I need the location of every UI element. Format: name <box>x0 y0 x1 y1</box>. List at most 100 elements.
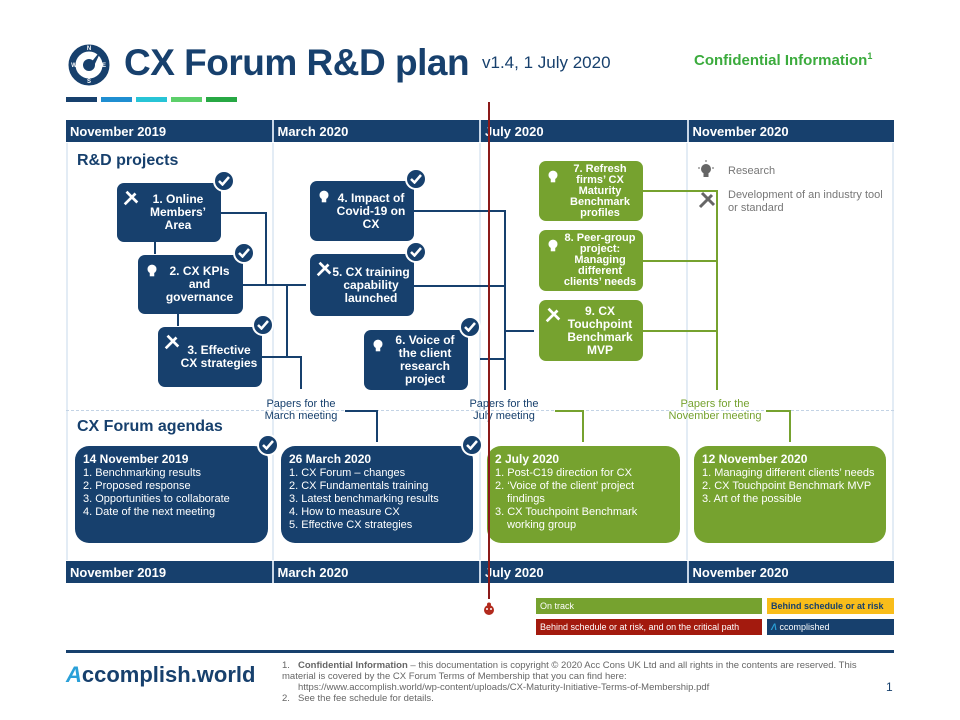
svg-text:S: S <box>87 79 91 85</box>
svg-text:E: E <box>102 63 106 69</box>
legend-accomplished-label: ccomplished <box>779 622 830 632</box>
agenda-box-mar-2020[interactable]: 26 March 2020 1. CX Forum – changes 2. C… <box>281 446 473 543</box>
accomplished-check-icon <box>459 316 481 338</box>
tools-icon <box>316 261 332 277</box>
footnote-bold: Confidential Information <box>298 660 408 671</box>
agenda-list: 1. CX Forum – changes 2. CX Fundamentals… <box>289 467 465 532</box>
lightbulb-icon <box>319 190 329 203</box>
tools-icon <box>698 191 716 209</box>
today-marker-icon <box>484 602 494 615</box>
color-bar-5 <box>206 97 237 102</box>
agenda-date: 12 November 2020 <box>702 452 808 466</box>
project-box-5[interactable]: 5. CX training capability launched <box>310 254 414 316</box>
footnote-text: – this documentation is copyright © 2020… <box>282 660 857 682</box>
month-label: March 2020 <box>273 120 481 142</box>
lightbulb-icon <box>373 339 383 352</box>
today-marker-line <box>488 102 490 599</box>
agenda-item: 3. Opportunities to collaborate <box>83 493 230 505</box>
legend-on-track: On track <box>536 598 762 614</box>
section-rd-projects: R&D projects <box>77 152 179 169</box>
connector <box>265 212 267 286</box>
papers-label-november: Papers for the November meeting <box>660 398 770 422</box>
timeline-frame <box>66 143 894 560</box>
project-box-9[interactable]: 9. CX Touchpoint Benchmark MVP <box>539 300 643 361</box>
color-bar-2 <box>101 97 132 102</box>
brand-logo: Accomplish.world <box>66 662 255 688</box>
color-bar-3 <box>136 97 167 102</box>
agenda-item: 4. How to measure CX <box>289 506 400 518</box>
papers-line: July meeting <box>473 410 535 422</box>
timeline-header-top: November 2019 March 2020 July 2020 Novem… <box>66 120 894 142</box>
agenda-item: 1. Benchmarking results <box>83 467 201 479</box>
legend-behind-schedule: Behind schedule or at risk <box>767 598 894 614</box>
agenda-date: 26 March 2020 <box>289 452 372 466</box>
project-label: 7. Refresh firms’ CX Maturity Benchmark … <box>570 162 630 219</box>
connector <box>221 212 266 214</box>
timeline-header-bottom: November 2019 March 2020 July 2020 Novem… <box>66 561 894 583</box>
agenda-box-nov-2020[interactable]: 12 November 2020 1. Managing different c… <box>694 446 886 543</box>
papers-line: March meeting <box>264 410 338 422</box>
month-label: March 2020 <box>273 561 481 583</box>
confidential-text: Confidential Information <box>694 52 868 69</box>
agenda-box-jul-2020[interactable]: 2 July 2020 1. Post-C19 direction for CX… <box>487 446 680 543</box>
agenda-item: 2. CX Touchpoint Benchmark MVP <box>702 480 872 492</box>
connector <box>642 330 717 332</box>
color-bar-1 <box>66 97 97 102</box>
agenda-list: 1. Post-C19 direction for CX 2. ‘Voice o… <box>495 467 672 532</box>
connector <box>414 210 506 212</box>
connector <box>642 190 717 192</box>
project-label: 3. Effective CX strategies <box>180 343 258 370</box>
month-label: November 2020 <box>688 561 894 583</box>
version-label: v1.4, 1 July 2020 <box>482 53 611 72</box>
papers-line: Papers for the <box>680 398 750 410</box>
brand-mark-icon: A <box>66 662 82 687</box>
agenda-item: 4. Date of the next meeting <box>83 506 216 518</box>
month-label: November 2019 <box>66 120 274 142</box>
grid-line <box>272 143 274 560</box>
agenda-item: 1. CX Forum – changes <box>289 467 406 479</box>
project-box-8[interactable]: 8. Peer-group project: Managing differen… <box>539 230 643 291</box>
project-box-7[interactable]: 7. Refresh firms’ CX Maturity Benchmark … <box>539 161 643 221</box>
connector <box>300 356 302 389</box>
footnote-number: 2. <box>282 693 290 704</box>
project-box-2[interactable]: 2. CX KPIs and governance <box>138 255 243 314</box>
color-bar-4 <box>171 97 202 102</box>
terms-link[interactable]: https://www.accomplish.world/wp-content/… <box>298 682 710 693</box>
page-number: 1 <box>886 680 893 694</box>
agenda-item: 3. Latest benchmarking results <box>289 493 439 505</box>
footnote-ref: 1 <box>867 51 873 61</box>
grid-line <box>479 143 481 560</box>
agenda-box-nov-2019[interactable]: 14 November 2019 1. Benchmarking results… <box>75 446 268 543</box>
accomplished-check-icon <box>233 242 255 264</box>
month-label: November 2019 <box>66 561 274 583</box>
connector <box>286 284 288 358</box>
key-development-label: Development of an industry tool or stand… <box>728 189 883 214</box>
connector <box>716 190 718 390</box>
grid-line <box>686 143 688 560</box>
papers-line: Papers for the <box>266 398 336 410</box>
project-box-1[interactable]: 1. Online Members’ Area <box>117 183 221 242</box>
month-label: July 2020 <box>481 120 689 142</box>
confidential-label: Confidential Information1 <box>694 51 872 69</box>
connector <box>154 242 156 254</box>
connector <box>555 410 583 412</box>
connector <box>414 285 506 287</box>
section-cx-forum-agendas: CX Forum agendas <box>77 418 223 435</box>
project-box-6[interactable]: 6. Voice of the client research project <box>364 330 468 390</box>
project-label: 5. CX training capability launched <box>332 264 410 305</box>
papers-line: November meeting <box>668 410 762 422</box>
footnote-2: 2.See the fee schedule for details. <box>282 693 882 704</box>
papers-label-march: Papers for the March meeting <box>255 398 347 422</box>
tools-icon <box>123 190 139 206</box>
accomplished-check-icon <box>405 168 427 190</box>
agenda-list: 1. Managing different clients’ needs 2. … <box>702 467 878 506</box>
month-label: November 2020 <box>688 120 894 142</box>
connector <box>480 358 506 360</box>
connector <box>257 356 302 358</box>
connector <box>177 314 179 326</box>
project-box-4[interactable]: 4. Impact of Covid-19 on CX <box>310 181 414 241</box>
agenda-item: 3. Art of the possible <box>702 493 802 505</box>
project-box-3[interactable]: 3. Effective CX strategies <box>158 327 262 387</box>
agenda-date: 14 November 2019 <box>83 452 189 466</box>
svg-text:W: W <box>71 63 77 69</box>
